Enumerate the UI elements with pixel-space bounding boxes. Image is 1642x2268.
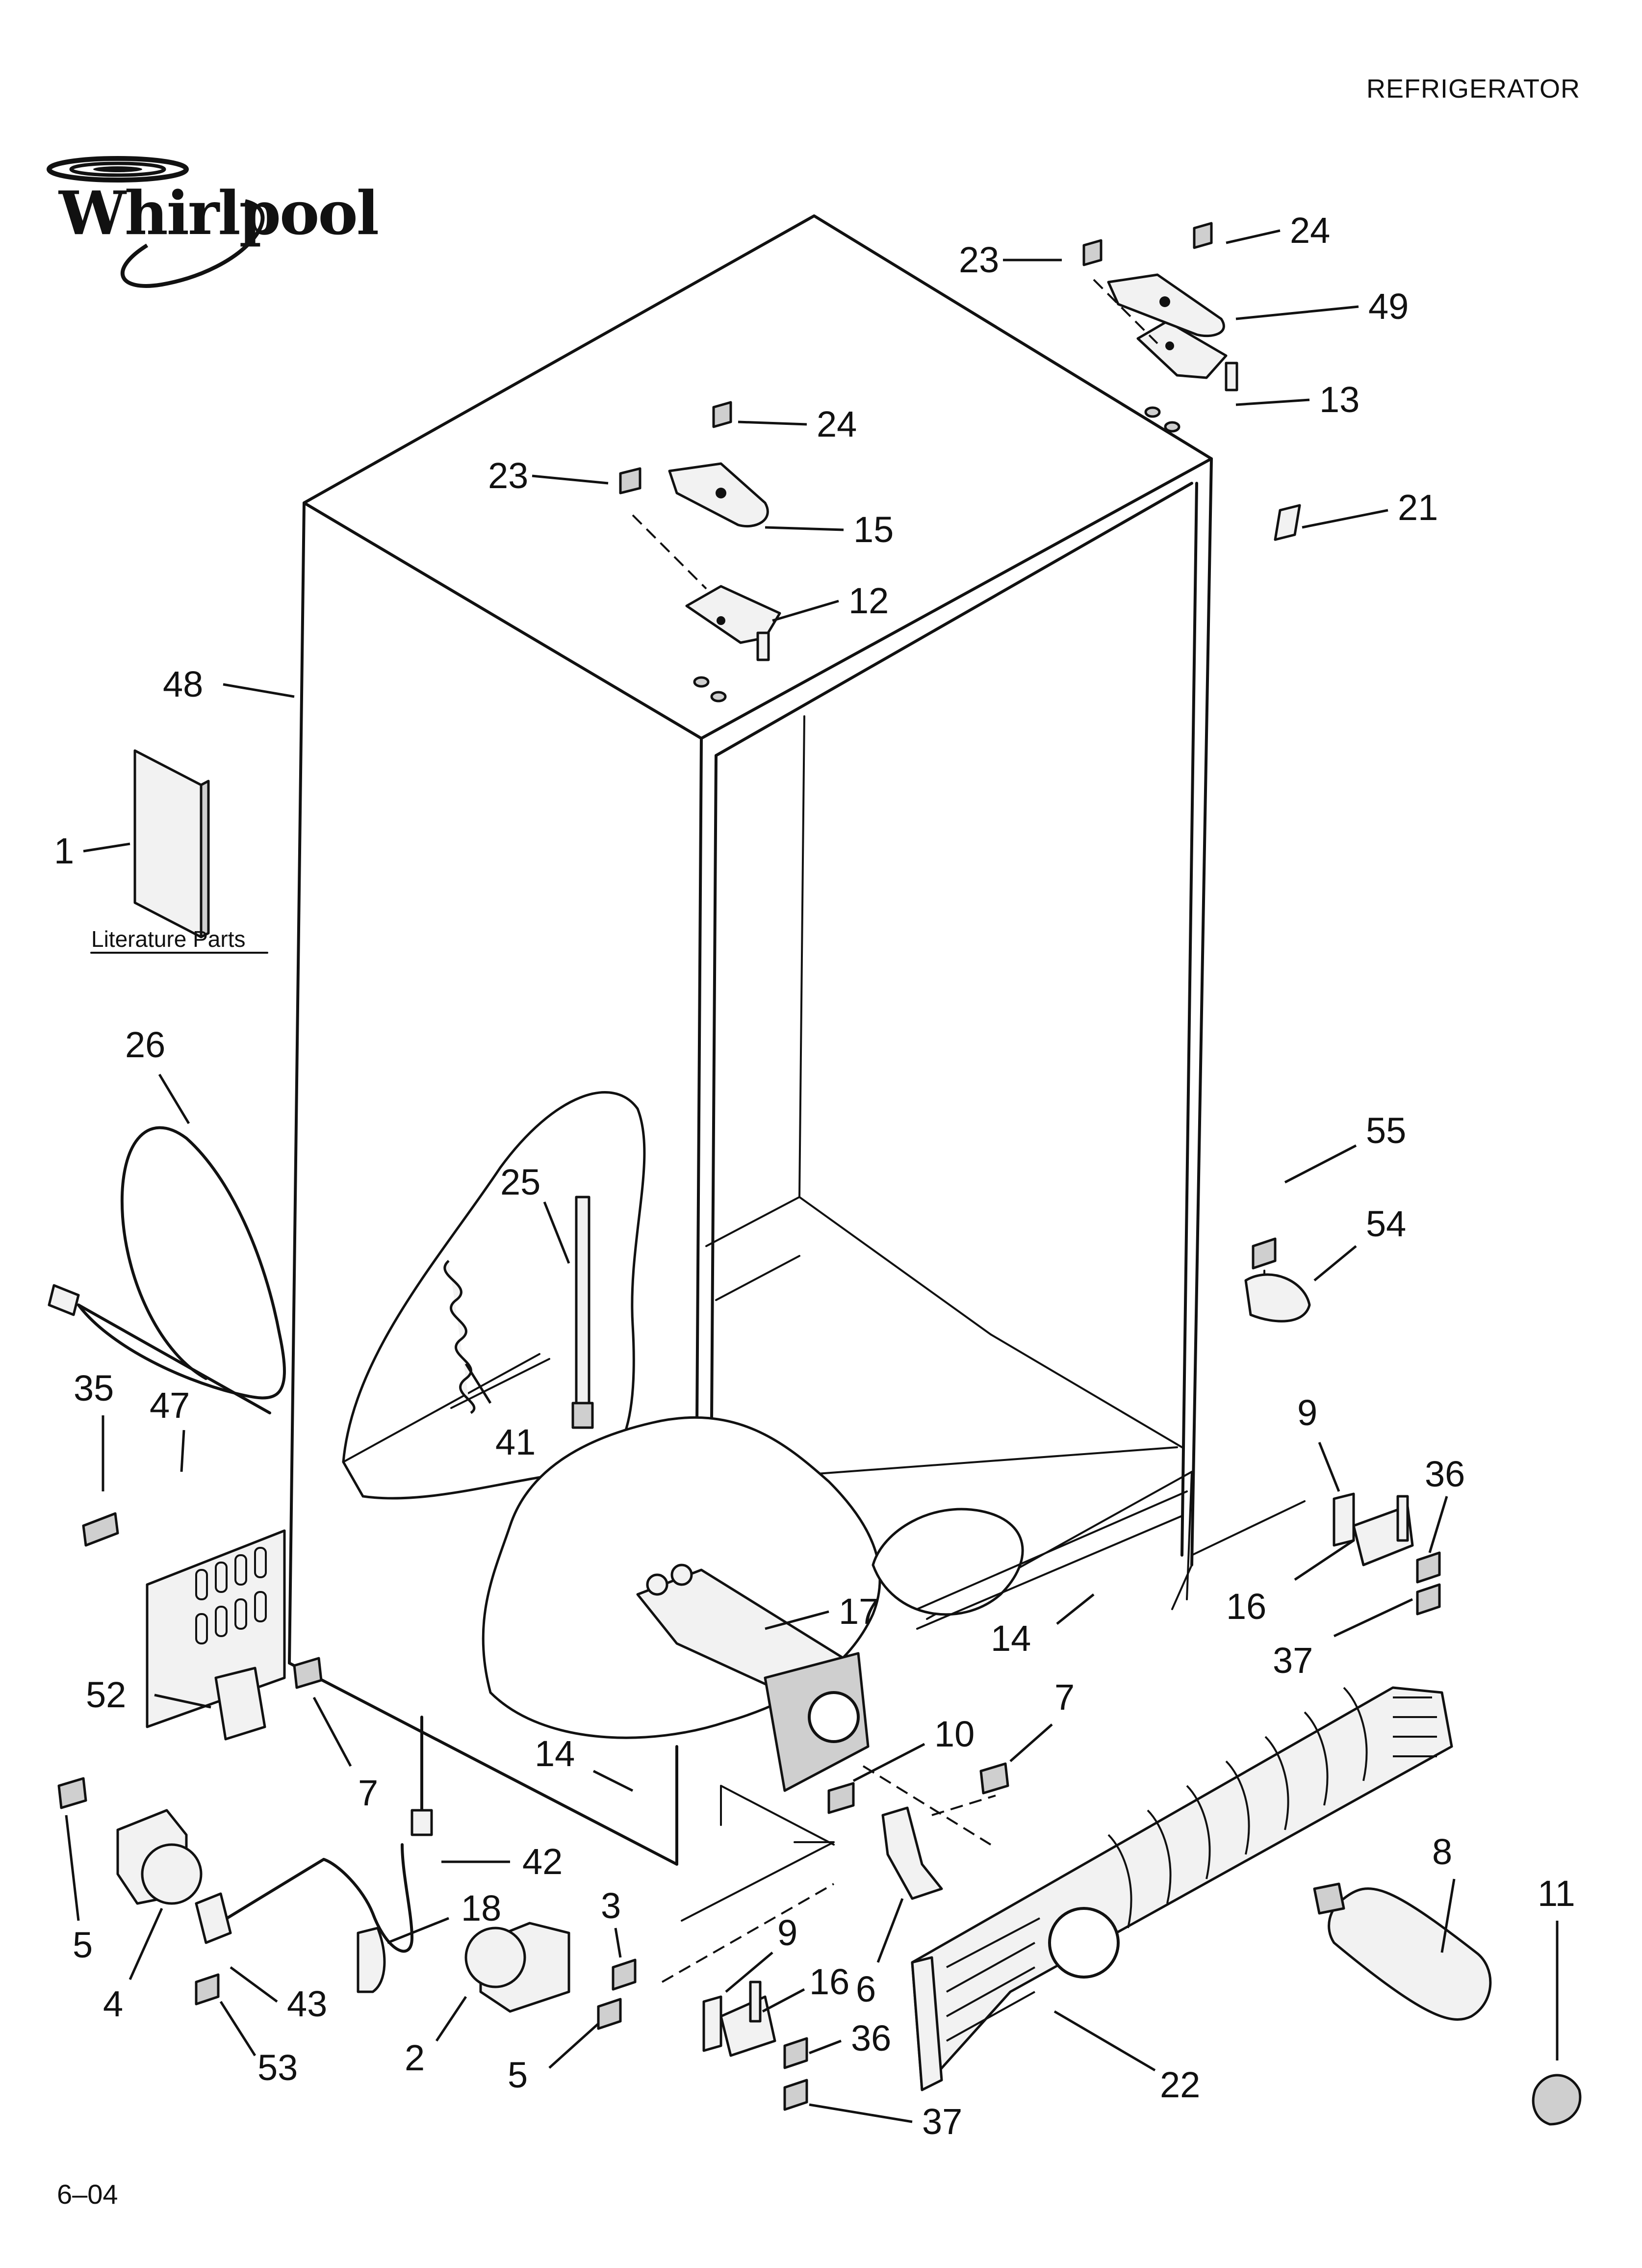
water-filter bbox=[1313, 1882, 1582, 2126]
callout-14a: 14 bbox=[991, 1618, 1031, 1659]
callout-12: 12 bbox=[848, 580, 889, 621]
literature-booklet: Literature Parts bbox=[90, 749, 268, 954]
callout-47: 47 bbox=[150, 1385, 190, 1426]
callout-9b: 9 bbox=[777, 1912, 797, 1953]
callout-53: 53 bbox=[257, 2047, 298, 2088]
callout-23b: 23 bbox=[488, 455, 528, 496]
inner-tube-parts bbox=[443, 1196, 594, 1429]
callout-36a: 36 bbox=[1425, 1454, 1465, 1494]
callout-3: 3 bbox=[601, 1885, 621, 1926]
callout-48: 48 bbox=[163, 664, 203, 704]
lower-hinge-right bbox=[1333, 1492, 1441, 1616]
callout-14b: 14 bbox=[535, 1733, 575, 1774]
callout-11: 11 bbox=[1538, 1873, 1575, 1914]
callout-4: 4 bbox=[103, 1983, 123, 2024]
callout-43: 43 bbox=[287, 1983, 327, 2024]
callout-23a: 23 bbox=[959, 239, 999, 280]
callout-15: 15 bbox=[853, 509, 894, 550]
callout-13: 13 bbox=[1319, 379, 1360, 420]
callout-2: 2 bbox=[405, 2037, 425, 2078]
callout-18: 18 bbox=[461, 1888, 501, 1929]
whirlpool-logo: Whirlpool bbox=[34, 142, 379, 294]
callout-16b: 16 bbox=[809, 1961, 849, 2002]
callout-37b: 37 bbox=[922, 2101, 962, 2142]
page-code: 6–04 bbox=[57, 2179, 118, 2210]
callout-35: 35 bbox=[74, 1368, 114, 1408]
callout-5b: 5 bbox=[508, 2055, 528, 2095]
logo-swirl-icon bbox=[47, 156, 265, 288]
literature-parts-label: Literature Parts bbox=[91, 926, 245, 952]
base-grille bbox=[911, 1686, 1453, 2091]
callout-7b: 7 bbox=[358, 1773, 378, 1813]
callout-42: 42 bbox=[522, 1841, 563, 1882]
callout-10: 10 bbox=[934, 1714, 975, 1754]
callout-55: 55 bbox=[1366, 1110, 1406, 1151]
callout-labels: 23 24 49 13 24 23 15 21 12 48 1 26 25 55… bbox=[54, 210, 1575, 2142]
callout-26: 26 bbox=[125, 1024, 165, 1065]
water-valve-housing bbox=[636, 1564, 1009, 1900]
callout-7a: 7 bbox=[1054, 1677, 1075, 1718]
callout-21: 21 bbox=[1398, 487, 1438, 528]
callout-24a: 24 bbox=[1290, 210, 1330, 251]
page-title: REFRIGERATOR bbox=[1366, 74, 1580, 104]
brand-name: Whirlpool bbox=[59, 178, 379, 248]
callout-16a: 16 bbox=[1226, 1586, 1266, 1627]
callout-54: 54 bbox=[1366, 1203, 1406, 1244]
callout-5a: 5 bbox=[73, 1925, 93, 1965]
callout-17: 17 bbox=[839, 1591, 879, 1632]
callout-49: 49 bbox=[1368, 286, 1409, 327]
left-bottom-hardware bbox=[57, 1657, 637, 2030]
callout-1: 1 bbox=[54, 831, 74, 871]
callout-41: 41 bbox=[495, 1422, 536, 1462]
right-bracket-and-screw bbox=[1244, 1237, 1311, 1323]
lower-hinge-left bbox=[662, 1883, 834, 2111]
callout-36b: 36 bbox=[851, 2018, 891, 2059]
upper-hinge-right bbox=[1082, 222, 1301, 541]
callout-52: 52 bbox=[86, 1674, 126, 1715]
callout-9a: 9 bbox=[1297, 1392, 1317, 1433]
callout-25: 25 bbox=[500, 1162, 540, 1202]
callout-6: 6 bbox=[856, 1969, 876, 2009]
callout-24b: 24 bbox=[817, 404, 857, 444]
water-supply-tubing bbox=[48, 1126, 286, 1414]
callout-8: 8 bbox=[1432, 1831, 1452, 1872]
callout-37a: 37 bbox=[1273, 1640, 1313, 1681]
callout-22: 22 bbox=[1160, 2064, 1200, 2105]
cutaway-liner-view bbox=[342, 1091, 646, 1500]
upper-hinge-left bbox=[619, 401, 781, 703]
